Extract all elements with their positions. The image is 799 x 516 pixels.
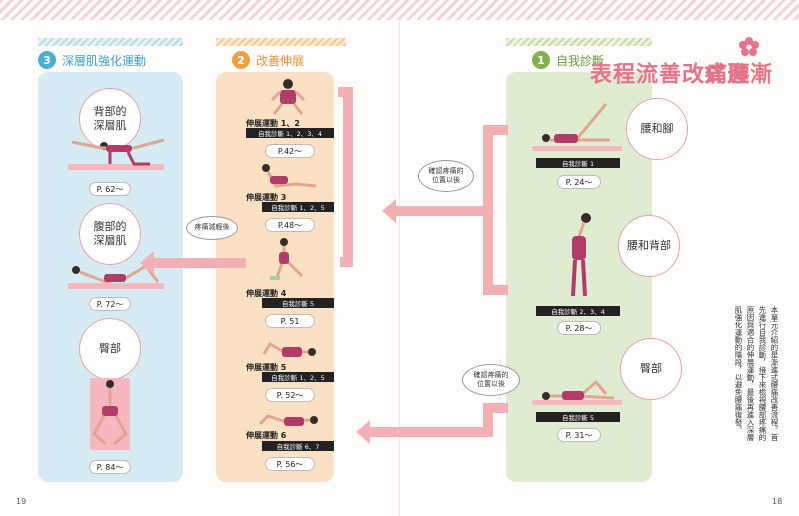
- page-spine: [399, 20, 400, 516]
- stretch-1-2-title: 伸展運動 1、2: [246, 119, 300, 128]
- step3-number: 3: [38, 51, 56, 69]
- page-number-right: 18: [772, 497, 783, 506]
- circle-buttocks-diag-label: 臀部: [640, 361, 662, 375]
- circle-abdominal-label: 腹部的 深層肌: [93, 219, 127, 247]
- header-bar-step1: [506, 38, 652, 46]
- page-ref-stretch-3: P.48～: [265, 218, 315, 232]
- bubble-pain-check-2: 確認疼痛的 位置以後: [462, 364, 520, 396]
- step1-label: 自我診斷: [556, 53, 605, 68]
- bubble-pain-relief-text: 疼痛減輕後: [194, 223, 230, 232]
- circle-waist-back-label: 腰和背部: [627, 238, 671, 252]
- exercise-mat: [532, 400, 622, 405]
- bubble-pain-relief: 疼痛減輕後: [186, 216, 238, 240]
- stretch-3-title: 伸展運動 3: [246, 193, 287, 202]
- figure-stretch-5: [262, 341, 316, 357]
- figure-self-diagnosis-5: [542, 379, 615, 400]
- diagnosis-bracket-top: [483, 125, 508, 295]
- step3-label: 深層肌強化運動: [62, 53, 147, 68]
- step2-number: 2: [232, 51, 250, 69]
- page-ref-stretch-4: P. 51: [265, 314, 315, 328]
- figure-stretch-1-2: [270, 79, 306, 115]
- stretch-4-tag: 自我診斷 5: [262, 298, 334, 308]
- circle-buttocks-label: 臀部: [99, 341, 121, 355]
- arrow-to-core-shaft: [152, 258, 246, 268]
- figure-stretch-3: [262, 164, 317, 188]
- stretch-bracket: [338, 87, 353, 267]
- figure-self-diagnosis-1: [542, 103, 610, 143]
- circle-waist-and-back: 腰和背部: [618, 215, 680, 277]
- flower-icon: [739, 37, 759, 56]
- arrow-to-stretch-1-head: [382, 199, 396, 223]
- circle-buttocks-deep-muscle: 臀部: [79, 318, 141, 380]
- header-bar-step3: [38, 38, 183, 46]
- page-ref-self-diagnosis-1: P. 24～: [557, 175, 601, 189]
- bubble-pain-check-1: 確認疼痛的 位置以後: [418, 160, 474, 192]
- step2-header: 2 改善伸展: [232, 46, 352, 74]
- bubble-pain-check-2-text: 確認疼痛的 位置以後: [473, 370, 509, 388]
- figure-bird-dog: [71, 138, 165, 166]
- page-ref-self-diagnosis-5: P. 31～: [557, 428, 601, 442]
- step1-number: 1: [532, 51, 550, 69]
- circle-waist-and-legs: 腰和腳: [626, 98, 688, 160]
- circle-abdominal-deep-muscle: 腹部的 深層肌: [79, 203, 141, 265]
- page-ref-abdominal: P. 72～: [89, 297, 131, 311]
- page-ref-stretch-6: P. 56～: [265, 457, 315, 471]
- step1-header: 1 自我診斷: [532, 46, 652, 74]
- diagnosis-bracket-bottom: [370, 403, 508, 437]
- arrow-to-stretch-2-head: [356, 420, 370, 444]
- figure-self-diagnosis-2-4: [571, 213, 591, 297]
- top-stripe: [0, 0, 799, 20]
- bubble-pain-check-1-text: 確認疼痛的 位置以後: [428, 166, 464, 184]
- header-bar-step2: [216, 38, 346, 46]
- figure-stretch-4: [270, 238, 304, 281]
- exercise-mat: [68, 283, 164, 289]
- flow-arrows: [140, 87, 508, 444]
- figure-stretch-6: [258, 414, 318, 426]
- exercise-mat: [532, 146, 622, 151]
- stretch-1-2-tag: 自我診斷 1、2、3、4: [246, 128, 334, 138]
- arrow-to-core-head: [140, 251, 154, 275]
- stretch-5-title: 伸展運動 5: [246, 363, 287, 372]
- circle-back-deep-muscle: 背部的 深層肌: [79, 88, 141, 150]
- page-ref-back: P. 62～: [89, 182, 131, 196]
- step3-header: 3 深層肌強化運動: [38, 46, 183, 74]
- stretch-4-title: 伸展運動 4: [246, 289, 287, 298]
- stretch-6-title: 伸展運動 6: [246, 431, 287, 440]
- circle-buttocks: 臀部: [620, 338, 682, 400]
- stretch-5-tag: 自我診斷 1、2、5: [262, 372, 334, 382]
- self-diagnosis-5-tag: 自我診斷 5: [536, 412, 620, 422]
- self-diagnosis-2-4-tag: 自我診斷 2、3、4: [536, 306, 620, 316]
- title-line2: 腰痛改善流程表: [586, 62, 749, 84]
- title-line1: 漸進式: [700, 62, 771, 84]
- page-ref-self-diagnosis-2-4: P. 28～: [557, 321, 601, 335]
- step2-label: 改善伸展: [256, 53, 305, 68]
- page-ref-stretch-1-2: P.42～: [265, 144, 315, 158]
- intro-text: 本單元介紹的是漸進式腰痛改善流程。首先進行自我診斷，接下來檢視腰部疼痛的原因與適…: [734, 306, 779, 441]
- page-number-left: 19: [16, 497, 27, 506]
- arrow-to-stretch-1-shaft: [396, 206, 488, 216]
- page-ref-buttocks-deep: P. 84～: [89, 460, 131, 474]
- circle-back-label: 背部的 深層肌: [93, 104, 127, 132]
- figure-clamshell: [92, 380, 128, 446]
- page-ref-stretch-5: P. 52～: [265, 388, 315, 402]
- circle-waist-legs-label: 腰和腳: [640, 121, 674, 135]
- stretch-6-tag: 自我診斷 6、7: [262, 441, 334, 451]
- self-diagnosis-1-tag: 自我診斷 1: [536, 158, 620, 168]
- stretch-3-tag: 自我診斷 1、2、5: [262, 202, 334, 212]
- exercise-mat: [68, 164, 164, 170]
